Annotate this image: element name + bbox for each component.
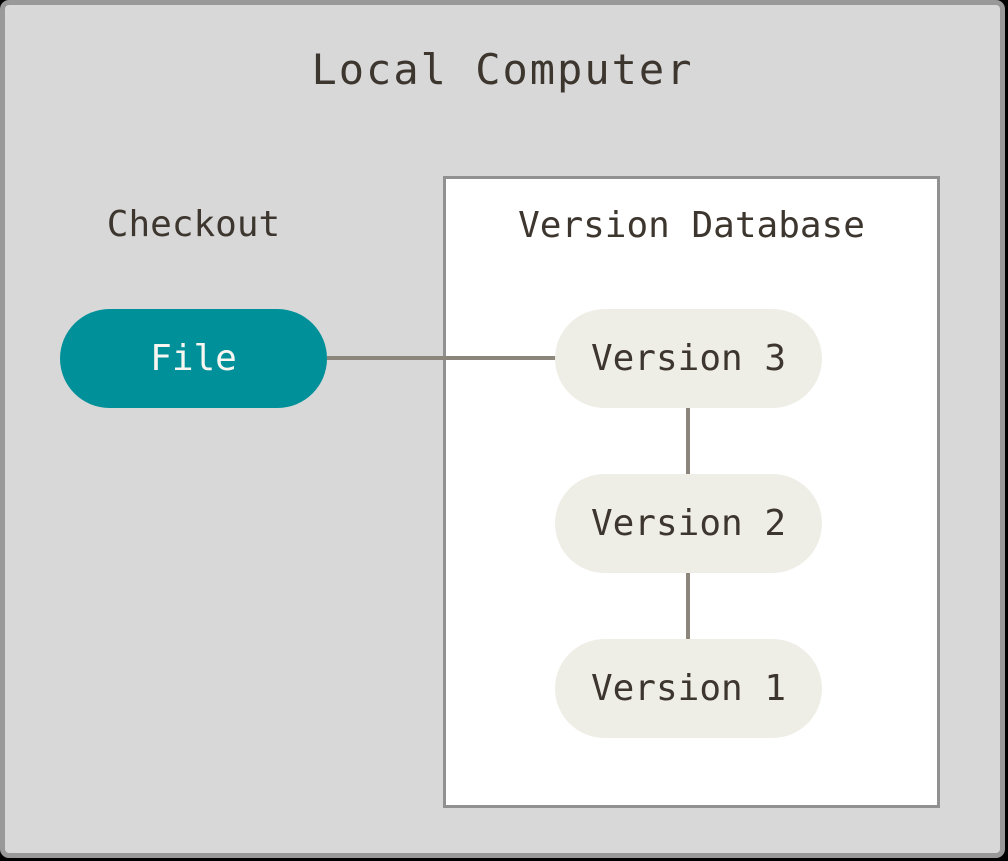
node-version-3: Version 3: [555, 309, 822, 408]
connector-version2-to-version1: [686, 573, 690, 639]
diagram-title: Local Computer: [311, 45, 694, 94]
checkout-label: Checkout: [106, 204, 281, 245]
node-file: File: [60, 309, 327, 408]
connector-file-to-version3: [327, 356, 560, 360]
node-version-2: Version 2: [555, 474, 822, 573]
connector-version3-to-version2: [686, 408, 690, 474]
node-version-1: Version 1: [555, 639, 822, 738]
version-database-title: Version Database: [518, 205, 865, 246]
